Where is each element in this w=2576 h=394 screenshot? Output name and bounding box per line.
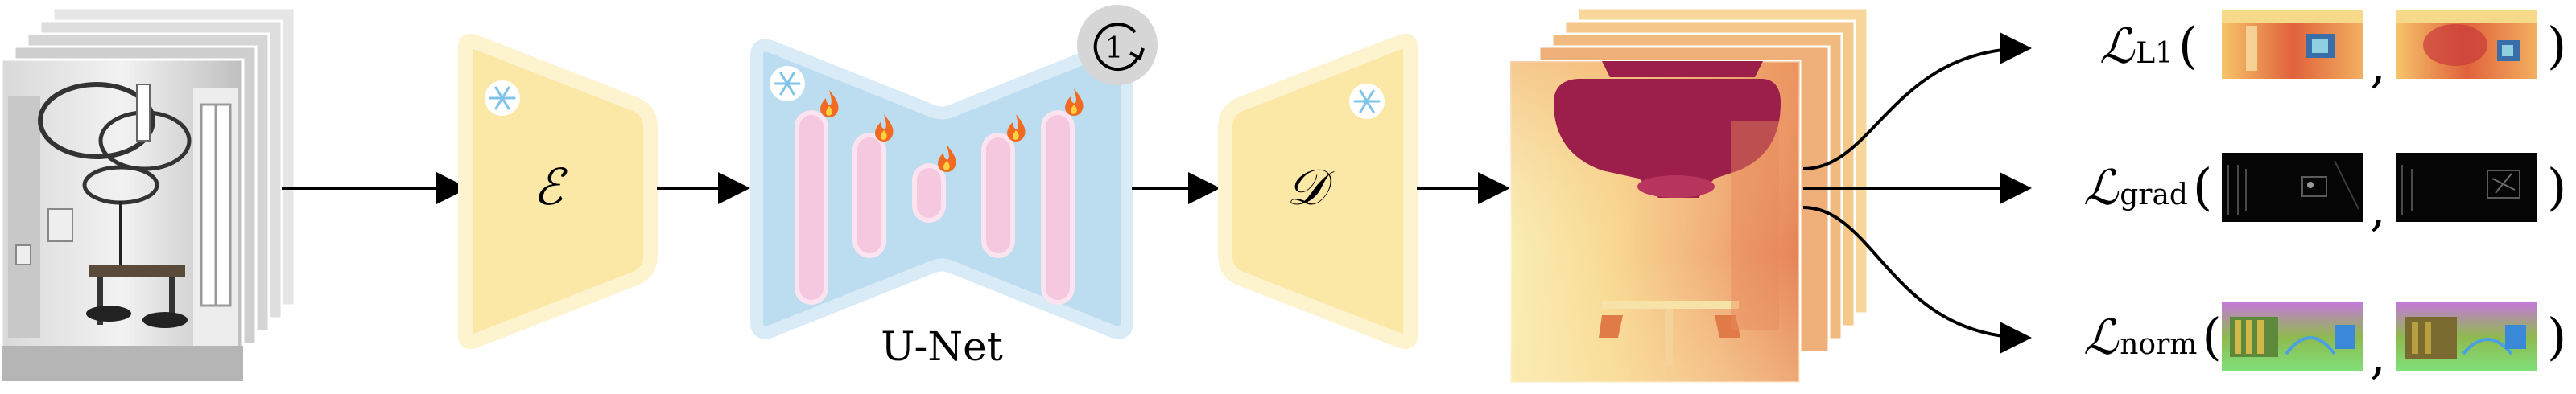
decoder-bar-1 xyxy=(981,133,1015,258)
unet-label: U-Net xyxy=(881,323,1003,370)
snowflake-icon xyxy=(770,66,805,101)
comma: , xyxy=(2370,326,2386,385)
loss-symbol: ℒ xyxy=(2083,310,2119,366)
snowflake-icon xyxy=(1349,84,1385,119)
loss-subscript: norm xyxy=(2120,328,2198,361)
arrow-to-norm-loss xyxy=(1802,206,2032,354)
bottleneck-bar xyxy=(912,163,946,223)
encoder-bar-2 xyxy=(852,133,886,258)
fire-icon xyxy=(1007,114,1026,142)
loss-subscript: grad xyxy=(2120,179,2188,211)
grad-loss-term: ℒ grad ( xyxy=(2083,158,2212,216)
open-paren: ( xyxy=(2178,16,2198,75)
close-paren: ) xyxy=(2547,158,2567,216)
snowflake-icon xyxy=(485,80,520,116)
unet-iteration-badge: 1 xyxy=(1105,32,1124,65)
close-paren: ) xyxy=(2547,307,2567,366)
predicted-depth-map xyxy=(1509,60,1802,384)
loop-arrow-icon: 1 xyxy=(1077,5,1158,85)
norm-prediction-thumbnail xyxy=(2222,302,2363,371)
loss-symbol: ℒ xyxy=(2083,160,2119,216)
fire-icon xyxy=(938,145,956,172)
open-paren: ( xyxy=(2192,158,2213,216)
encoder-block xyxy=(458,33,658,350)
decoder-block xyxy=(1218,33,1418,350)
loss-symbol: ℒ xyxy=(2099,18,2135,75)
decoder-bar-2 xyxy=(1041,110,1075,305)
comma: , xyxy=(2370,179,2386,237)
l1-loss-term: ℒ L1 ( xyxy=(2099,16,2198,75)
fire-icon xyxy=(875,114,894,142)
input-rgb-image xyxy=(0,58,245,383)
fire-icon xyxy=(820,90,839,117)
norm-loss-term: ℒ norm ( xyxy=(2083,307,2222,366)
encoder-bar-1 xyxy=(795,110,828,305)
fire-icon xyxy=(1065,88,1084,116)
open-paren: ( xyxy=(2202,307,2222,366)
loss-subscript: L1 xyxy=(2136,37,2174,70)
arrow-to-l1-loss xyxy=(1802,32,2032,170)
l1-prediction-thumbnail xyxy=(2222,10,2363,79)
unet-block: 1 xyxy=(750,5,1158,339)
encoder-symbol: ℰ xyxy=(533,158,564,216)
grad-prediction-thumbnail xyxy=(2222,153,2363,222)
comma: , xyxy=(2370,35,2386,94)
decoder-symbol: 𝒟 xyxy=(1286,158,1327,216)
grad-groundtruth-thumbnail xyxy=(2396,153,2537,222)
norm-groundtruth-thumbnail xyxy=(2396,302,2537,371)
l1-groundtruth-thumbnail xyxy=(2396,10,2537,79)
output-depth-stack xyxy=(1509,6,1869,384)
input-image-stack xyxy=(0,6,296,383)
close-paren: ) xyxy=(2547,16,2567,75)
